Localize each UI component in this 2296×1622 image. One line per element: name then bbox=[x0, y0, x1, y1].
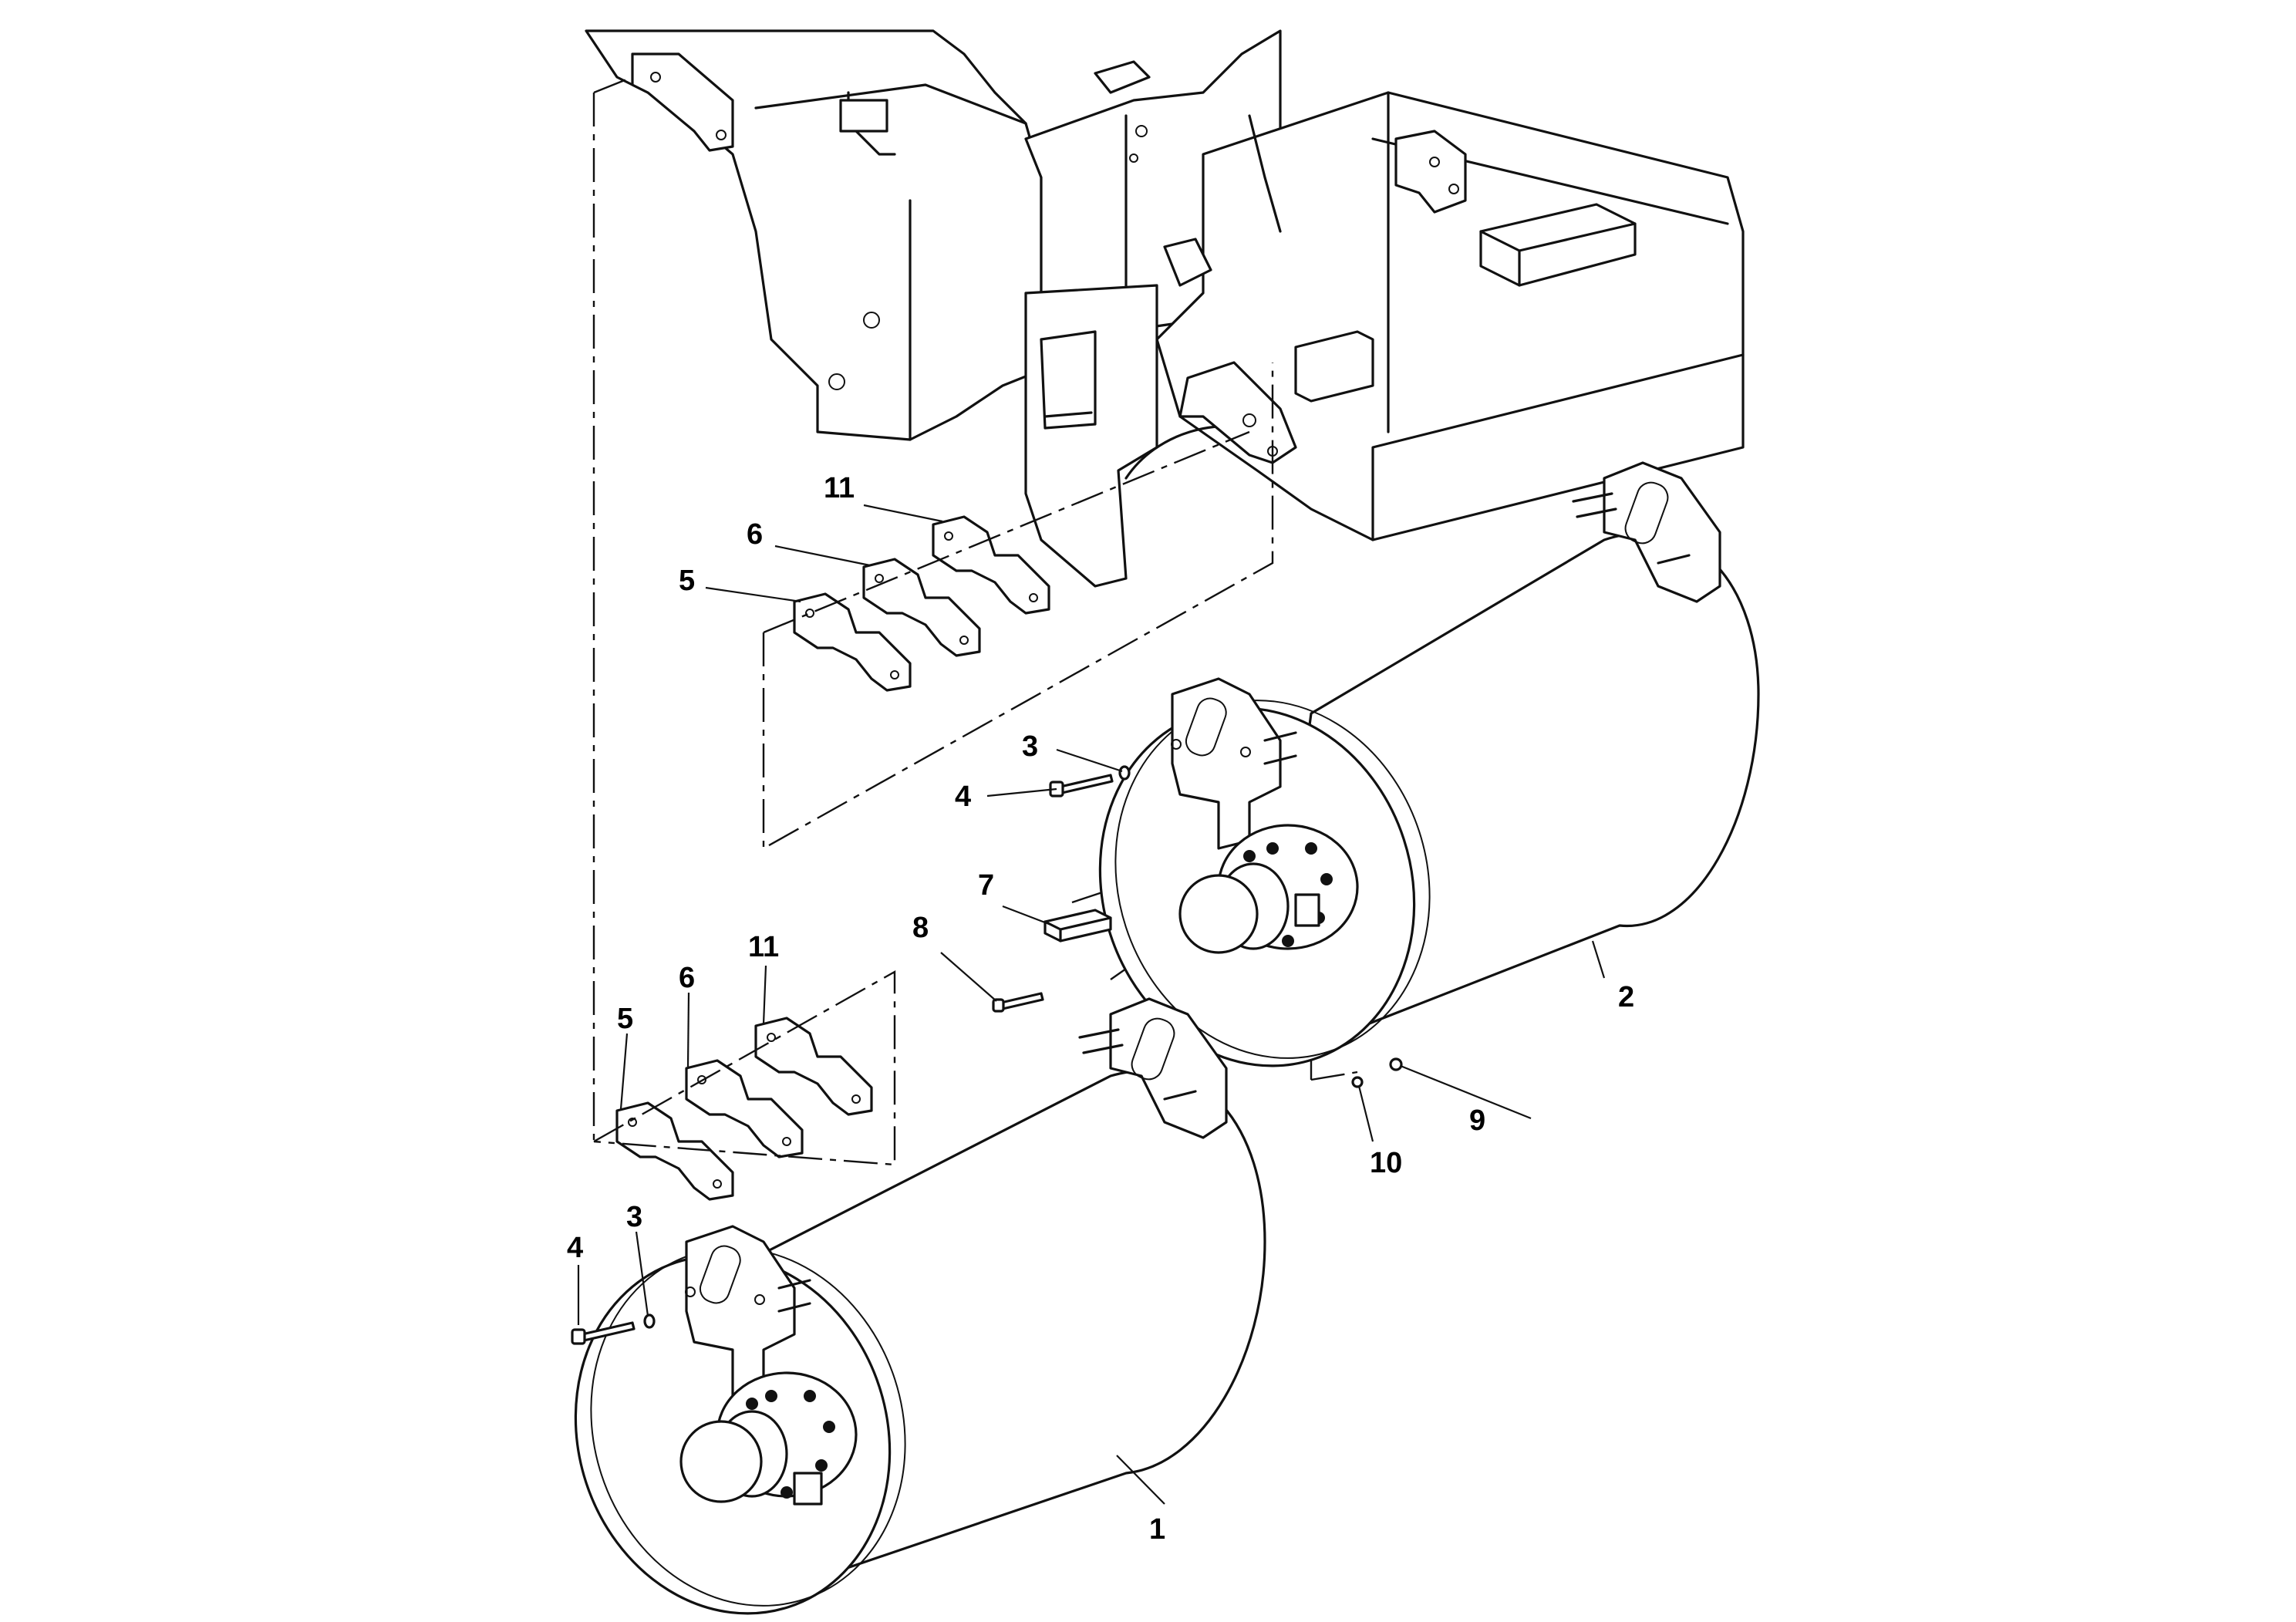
shim-pack-upper bbox=[793, 515, 1050, 692]
drum-2 bbox=[1098, 461, 1760, 1067]
callout-4-upper: 4 bbox=[955, 781, 971, 813]
callout-7: 7 bbox=[978, 869, 994, 902]
shim-pack-lower bbox=[615, 1017, 873, 1201]
callout-3-lower: 3 bbox=[626, 1201, 642, 1233]
leader-lines bbox=[577, 504, 1606, 1505]
callout-11-upper: 11 bbox=[824, 472, 855, 504]
callout-11-lower: 11 bbox=[748, 931, 779, 963]
callout-5-upper: 5 bbox=[679, 565, 695, 597]
hardware bbox=[571, 765, 1403, 1345]
callout-6-upper: 6 bbox=[747, 518, 763, 551]
callout-8: 8 bbox=[912, 912, 929, 944]
callout-labels: 11 6 5 3 4 7 8 2 9 10 11 6 5 4 3 1 bbox=[567, 472, 1634, 1546]
callout-10: 10 bbox=[1370, 1147, 1402, 1179]
drum-1 bbox=[574, 997, 1266, 1615]
callout-1: 1 bbox=[1149, 1513, 1165, 1546]
callout-5-lower: 5 bbox=[617, 1003, 633, 1035]
callout-2: 2 bbox=[1618, 981, 1634, 1013]
callout-9: 9 bbox=[1469, 1104, 1485, 1137]
callout-3-upper: 3 bbox=[1022, 730, 1038, 763]
callout-4-lower: 4 bbox=[567, 1232, 583, 1264]
machine-frame bbox=[585, 29, 1745, 588]
callout-6-lower: 6 bbox=[679, 962, 695, 994]
